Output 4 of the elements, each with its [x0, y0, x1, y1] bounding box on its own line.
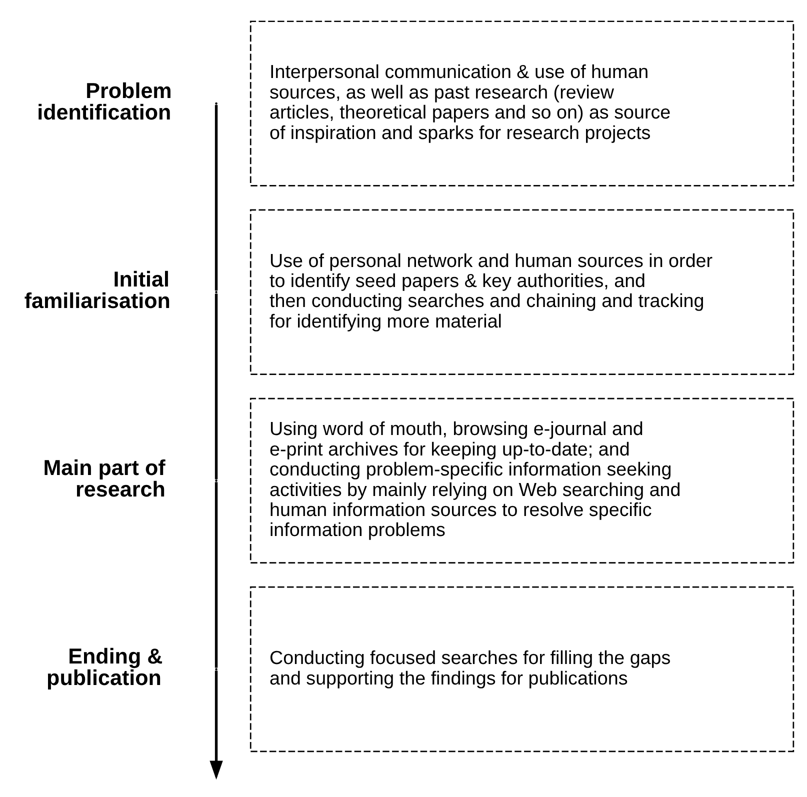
- node-label: Main part of research: [43, 454, 166, 502]
- node-label: Ending & publication: [46, 643, 163, 690]
- node-label: Problem identification: [37, 77, 172, 124]
- node-label: Initial familiarisation: [24, 266, 170, 313]
